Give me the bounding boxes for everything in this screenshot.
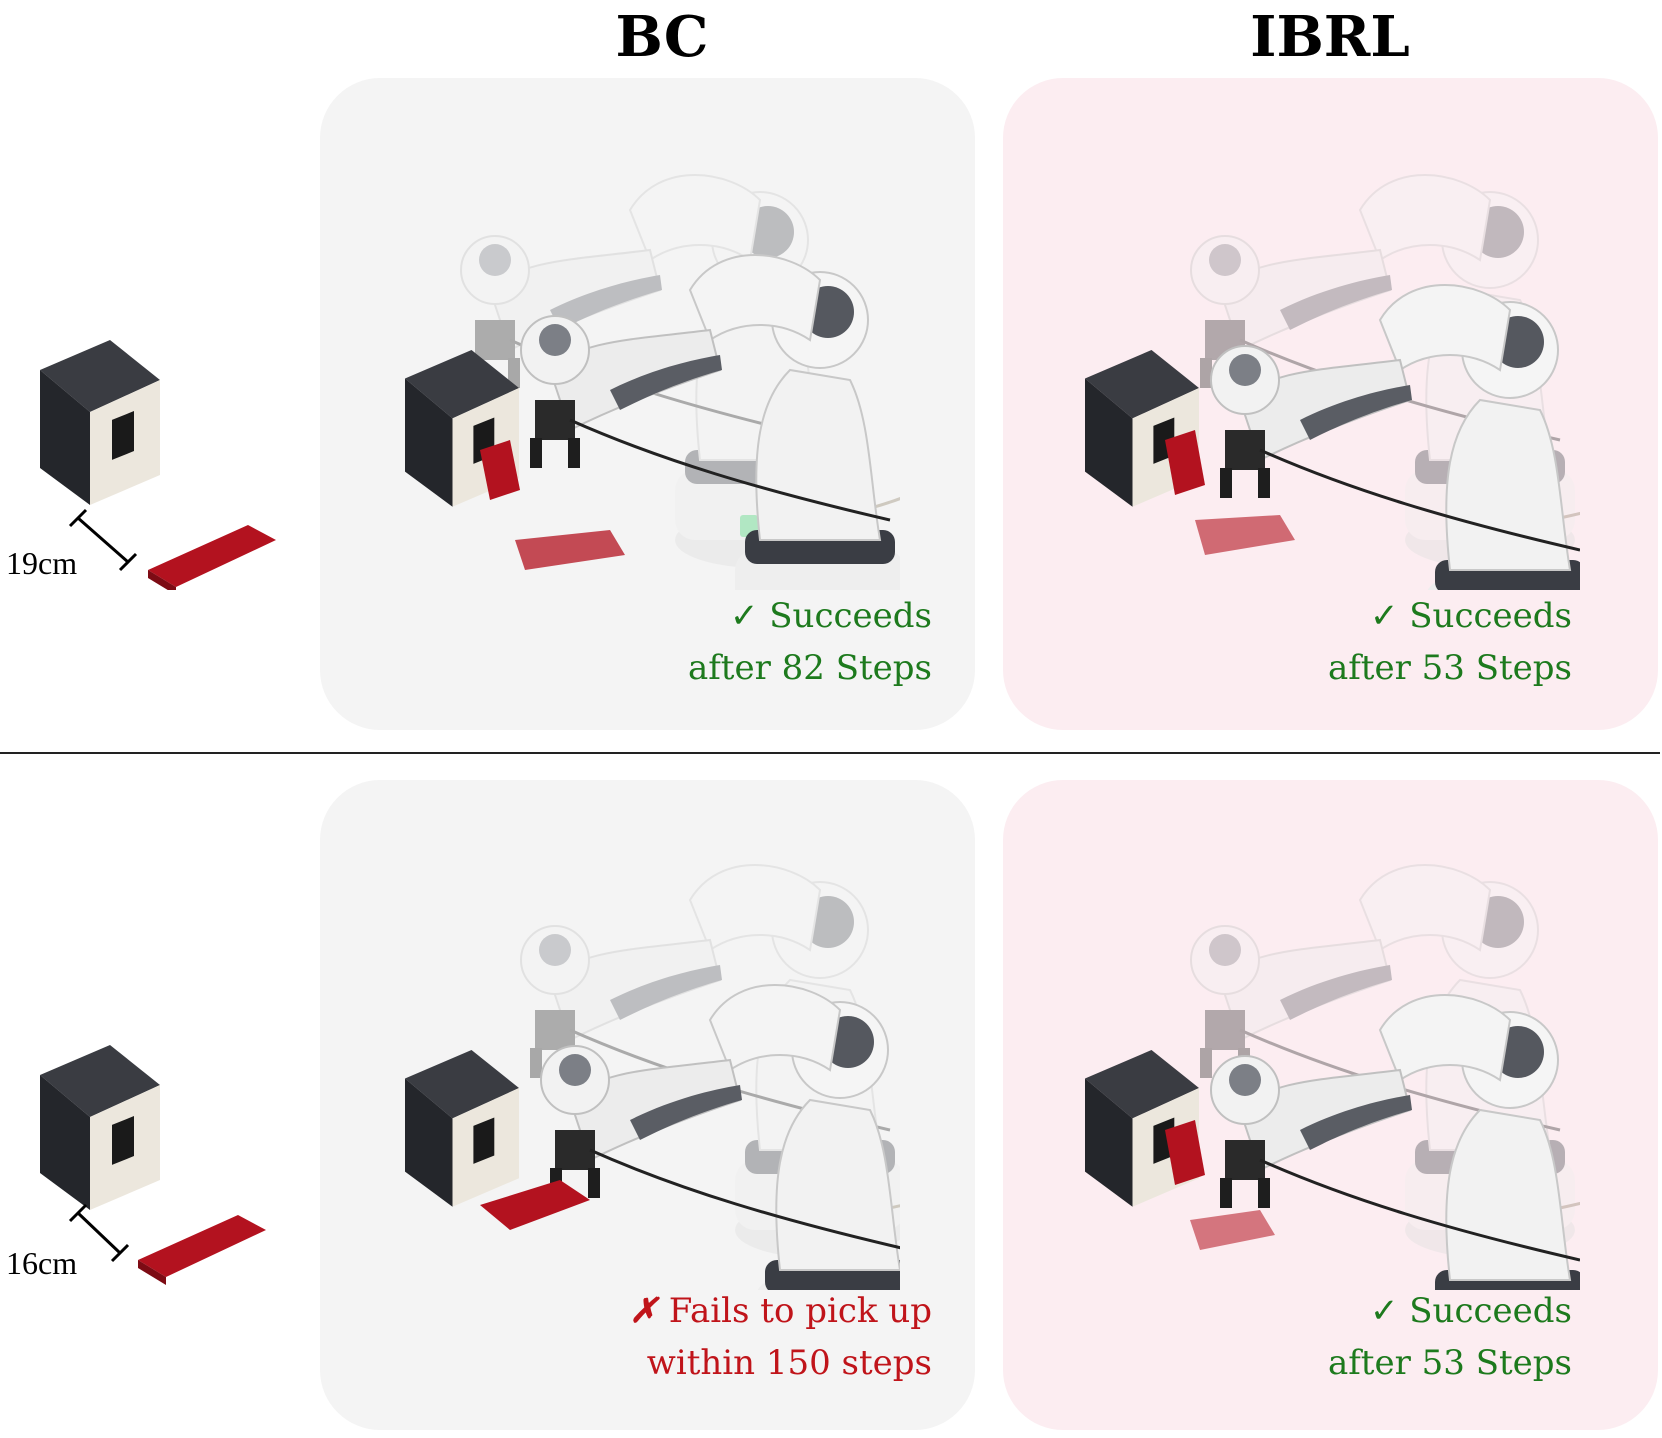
scene-ibrl-row1 [1085,173,1580,590]
distance-marker [68,1203,130,1263]
distance-label-row1: 19cm [6,545,78,581]
checkmark-icon: ✓ [729,596,759,636]
towel [148,525,276,590]
result-bc-row1: ✓ Succeeds after 82 Steps [687,596,932,688]
scene-ibrl-row2 [1085,863,1580,1290]
row-divider [0,752,1660,754]
result-ibrl-row1: ✓ Succeeds after 53 Steps [1327,596,1572,688]
setup-row2 [40,1045,266,1285]
scene-bc-row1 [405,173,900,590]
distance-marker [68,508,138,572]
box [40,340,160,505]
checkmark-icon: ✓ [1369,596,1399,636]
result-ibrl-row2: ✓ Succeeds after 53 Steps [1327,1291,1572,1383]
checkmark-icon: ✓ [1369,1291,1399,1331]
towel [138,1215,266,1285]
column-title-bc: BC [615,4,709,70]
distance-label-row2: 16cm [6,1245,78,1281]
column-title-ibrl: IBRL [1250,4,1410,70]
result-bc-row2: ✗ Fails to pick up within 150 steps [629,1291,932,1383]
box [40,1045,160,1210]
cross-icon: ✗ [629,1291,658,1331]
setup-row1 [40,340,276,590]
scene-bc-row2 [405,863,900,1290]
